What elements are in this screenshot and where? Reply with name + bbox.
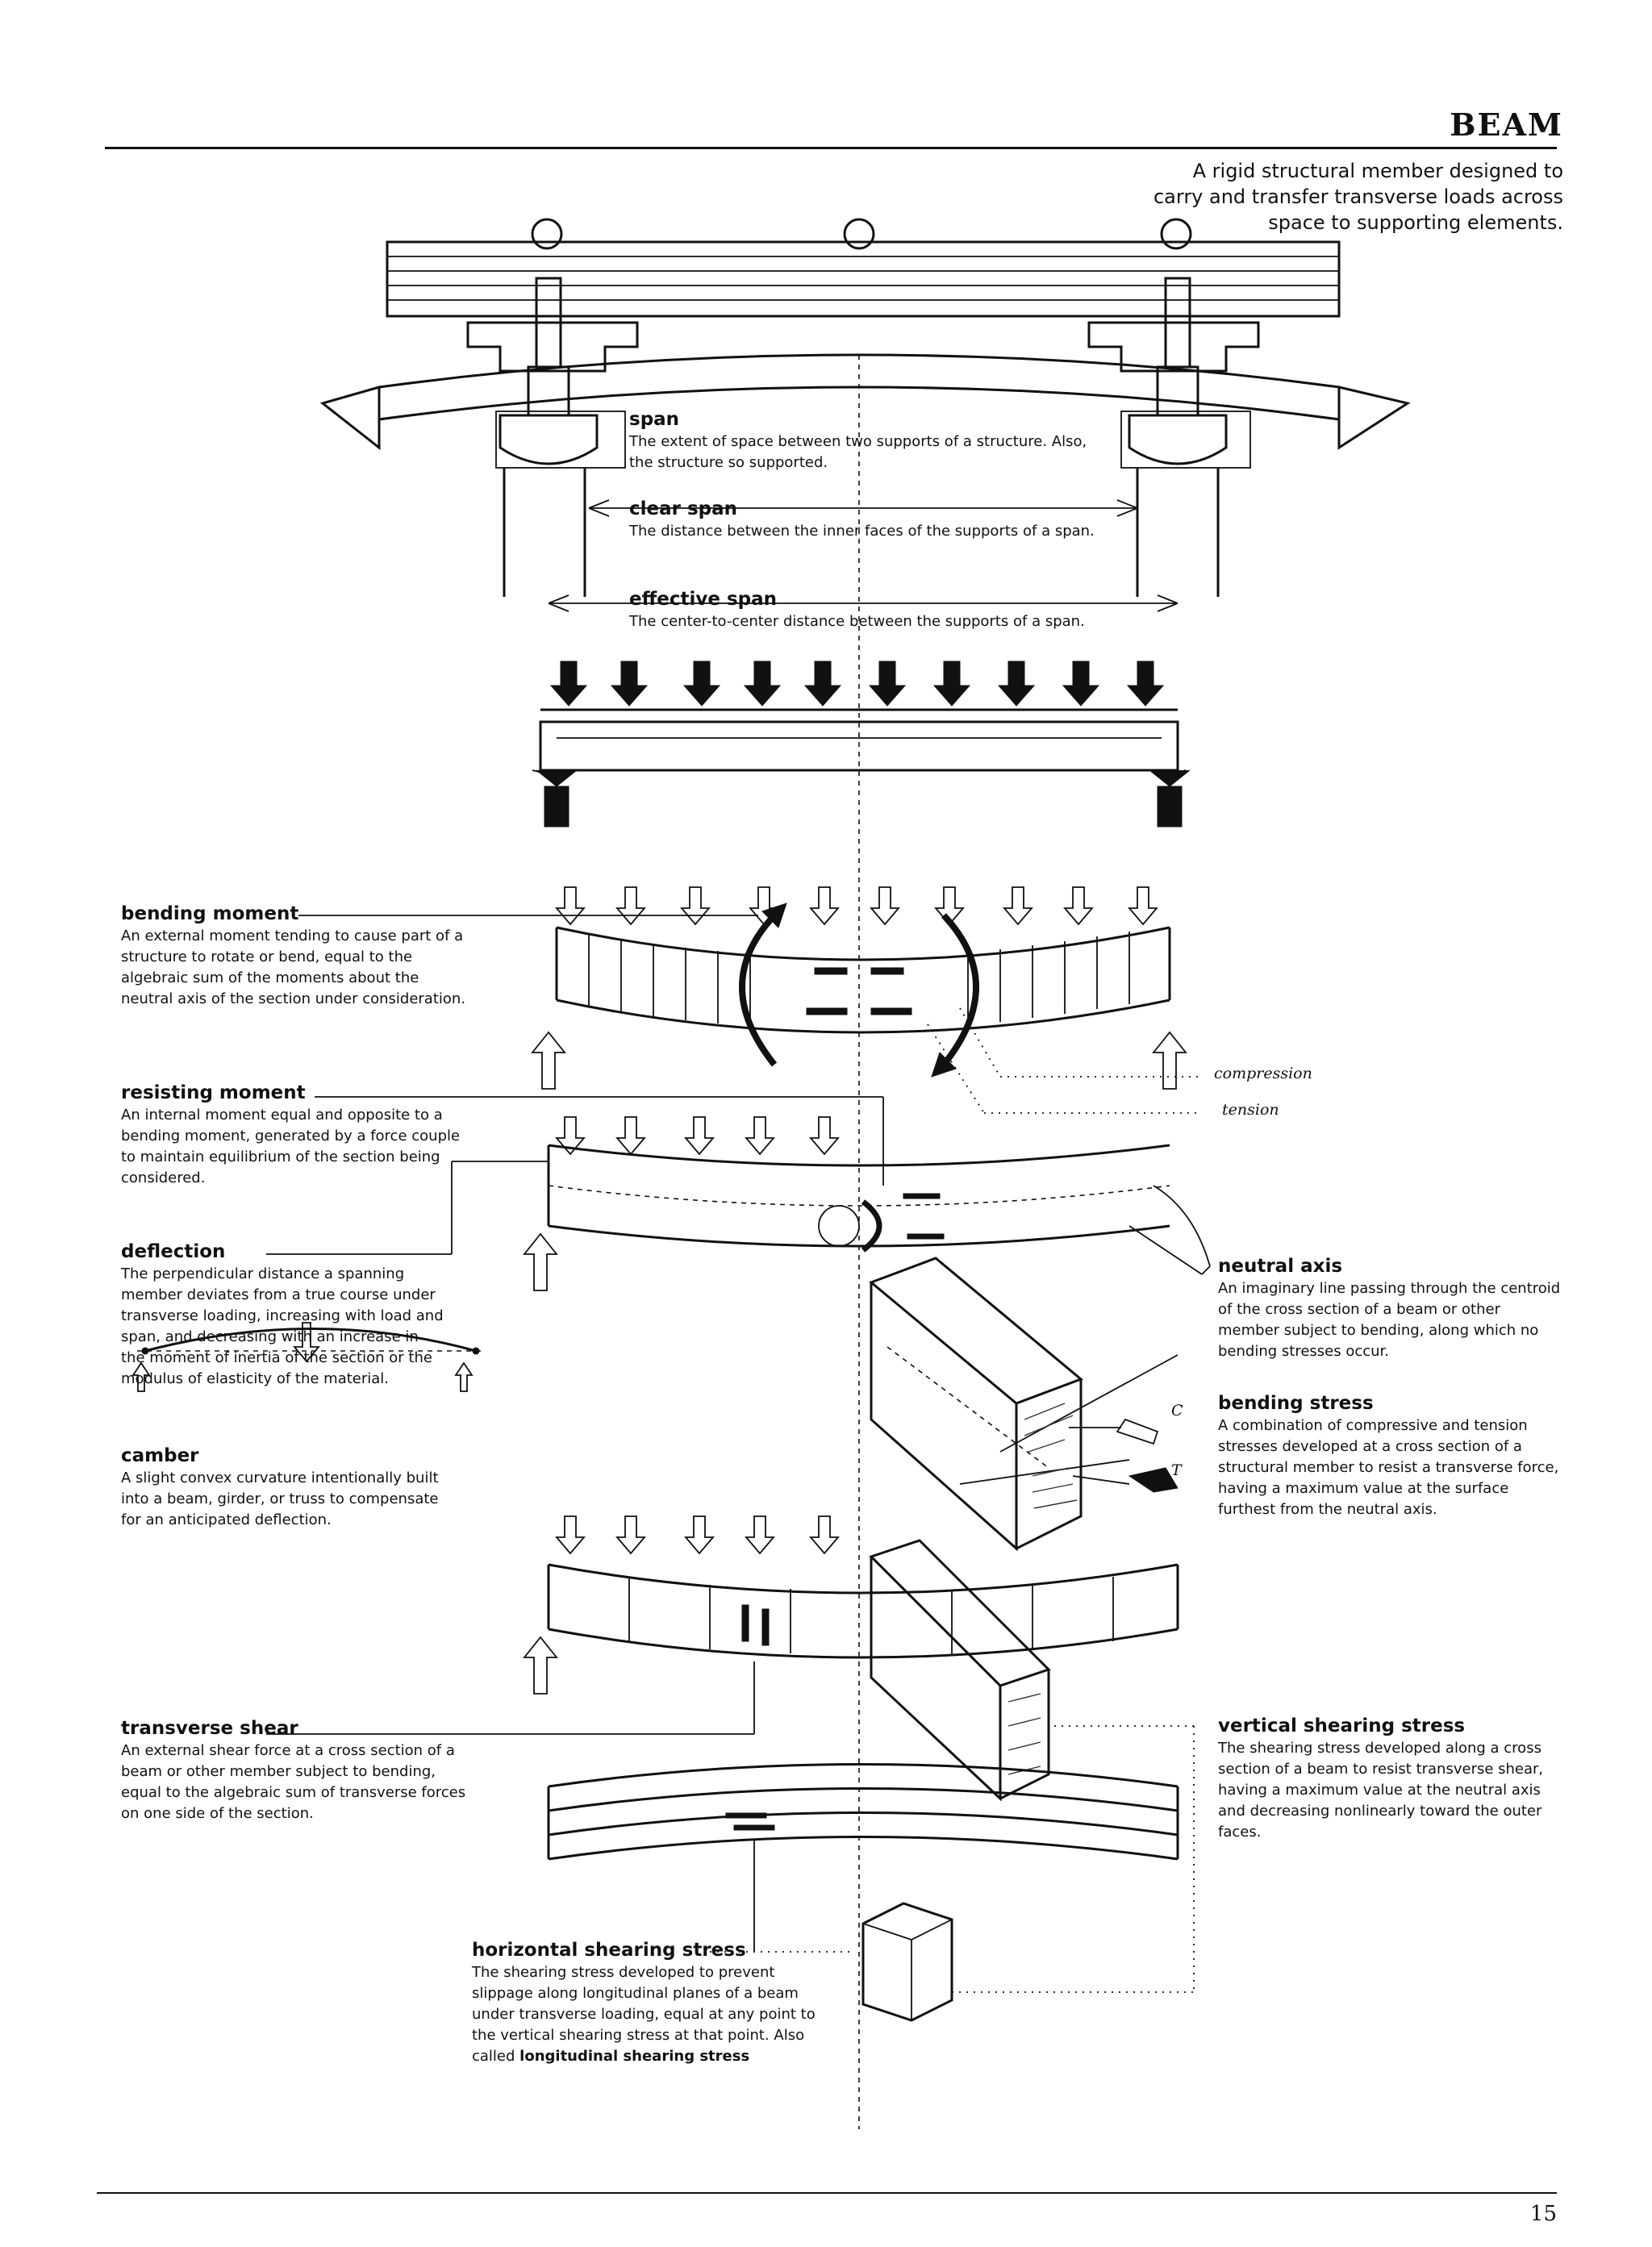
term-clear-span-text: The distance between the inner faces of … xyxy=(629,523,1095,540)
term-neutral-axis: neutral axis An imaginary line passing t… xyxy=(1218,1254,1565,1362)
term-resisting-moment-text: An internal moment equal and opposite to… xyxy=(121,1107,461,1186)
term-vertical-shearing-stress-text: The shearing stress developed along a cr… xyxy=(1218,1740,1544,1841)
uniform-load-beam xyxy=(532,661,1191,828)
neutral-axis-block xyxy=(869,1257,1179,1552)
term-vertical-shearing-stress: vertical shearing stress The shearing st… xyxy=(1218,1714,1565,1843)
term-horizontal-shearing-stress-title: horizontal shearing stress xyxy=(472,1940,746,1961)
term-camber: camber A slight convex curvature intenti… xyxy=(121,1444,460,1531)
transverse-shear-beam xyxy=(266,1515,1194,1802)
term-camber-text: A slight convex curvature intentionally … xyxy=(121,1470,439,1528)
laminated-beam xyxy=(547,1726,1195,2022)
resisting-moment-beam xyxy=(523,1116,1211,1291)
label-c: C xyxy=(1171,1402,1183,1419)
footer-rule xyxy=(97,2192,1557,2194)
term-neutral-axis-title: neutral axis xyxy=(1218,1256,1343,1277)
header-rule xyxy=(105,147,1557,149)
term-vertical-shearing-stress-title: vertical shearing stress xyxy=(1218,1715,1466,1736)
term-deflection-text: The perpendicular distance a spanning me… xyxy=(121,1265,444,1387)
bending-moment-beam xyxy=(531,886,1202,1114)
term-deflection: deflection The perpendicular distance a … xyxy=(121,1240,444,1390)
term-bending-stress-title: bending stress xyxy=(1218,1393,1374,1414)
term-span-text: The extent of space between two supports… xyxy=(629,433,1087,471)
label-t: T xyxy=(1171,1461,1182,1479)
page-number: 15 xyxy=(1529,2202,1557,2226)
term-deflection-title: deflection xyxy=(121,1241,226,1262)
term-effective-span-title: effective span xyxy=(629,589,777,610)
term-horizontal-shearing-stress: horizontal shearing stress The shearing … xyxy=(472,1938,835,2067)
term-resisting-moment-title: resisting moment xyxy=(121,1082,306,1103)
term-camber-title: camber xyxy=(121,1445,199,1466)
camber-beam xyxy=(131,1322,484,1392)
term-transverse-shear: transverse shear An external shear force… xyxy=(121,1716,468,1824)
term-horizontal-shearing-stress-text: The shearing stress developed to prevent… xyxy=(472,1962,835,2067)
term-transverse-shear-text: An external shear force at a cross secti… xyxy=(121,1742,466,1822)
horizontal-shearing-stress-body: The shearing stress developed to prevent… xyxy=(472,1964,816,2044)
term-bending-stress: bending stress A combination of compress… xyxy=(1218,1391,1565,1520)
term-span-title: span xyxy=(629,409,680,430)
term-clear-span: clear span The distance between the inne… xyxy=(629,497,1097,542)
beam-definition: A rigid structural member designed to ca… xyxy=(1153,160,1563,234)
term-clear-span-title: clear span xyxy=(629,498,738,519)
term-bending-moment: bending moment An external moment tendin… xyxy=(121,902,468,1010)
beam-deck-structure xyxy=(319,218,1411,597)
label-tension: tension xyxy=(1222,1101,1279,1119)
term-effective-span-text: The center-to-center distance between th… xyxy=(629,613,1085,630)
page-title: BEAM xyxy=(1450,106,1563,143)
term-span: span The extent of space between two sup… xyxy=(629,407,1097,473)
also-called-prefix: Also called xyxy=(472,2027,805,2065)
label-compression: compression xyxy=(1214,1065,1312,1082)
term-effective-span: effective span The center-to-center dist… xyxy=(629,587,1097,632)
term-resisting-moment: resisting moment An internal moment equa… xyxy=(121,1081,468,1189)
term-neutral-axis-text: An imaginary line passing through the ce… xyxy=(1218,1280,1561,1360)
term-transverse-shear-title: transverse shear xyxy=(121,1718,298,1739)
also-called-term: longitudinal shearing stress xyxy=(519,2048,750,2065)
term-bending-moment-text: An external moment tending to cause part… xyxy=(121,928,466,1007)
term-bending-stress-text: A combination of compressive and tension… xyxy=(1218,1417,1559,1518)
term-bending-moment-title: bending moment xyxy=(121,903,299,924)
